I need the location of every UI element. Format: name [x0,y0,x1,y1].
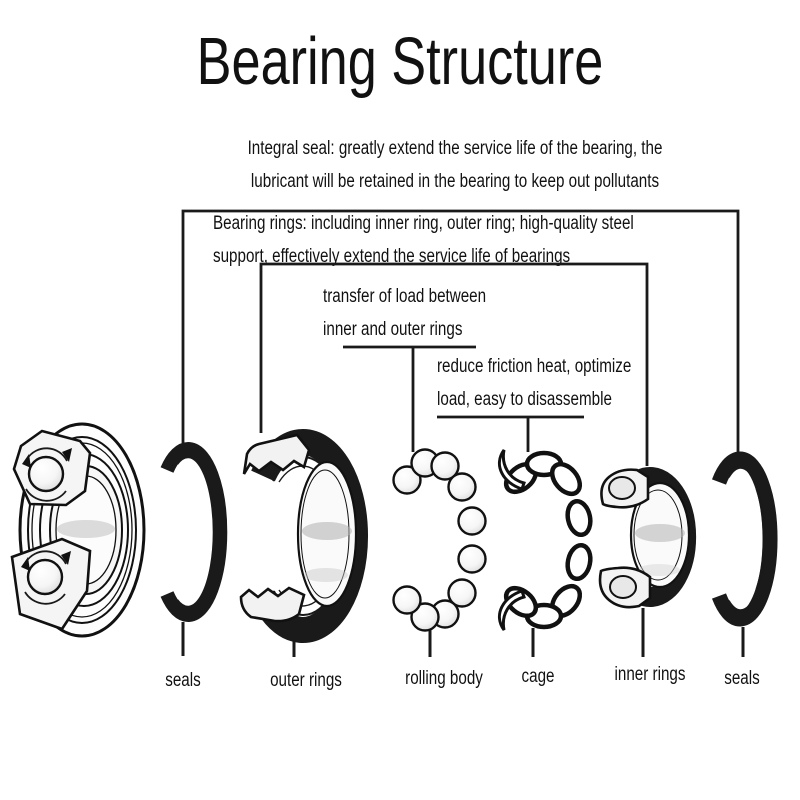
annotation-load-transfer-line2: inner and outer rings [323,319,463,340]
annotation-integral-seal-line1: Integral seal: greatly extend the servic… [247,138,663,159]
inner-ring-drawing [598,467,697,609]
annotation-friction-line2: load, easy to disassemble [437,389,612,410]
annotation-load-transfer: transfer of load between inner and outer… [323,280,486,346]
label-seals-left: seals [165,670,201,691]
callout-lines [181,209,740,466]
annotation-bearing-rings-line2: support, effectively extend the service … [213,246,571,267]
label-rolling-body: rolling body [405,668,483,689]
outer-ring-drawing [239,429,368,643]
label-seals-right: seals [724,668,760,689]
annotation-friction-line1: reduce friction heat, optimize [437,356,632,377]
label-outer-rings: outer rings [270,670,342,691]
cage-drawing [498,449,593,631]
annotation-integral-seal: Integral seal: greatly extend the servic… [211,132,699,198]
label-cage: cage [521,666,555,687]
page-title: Bearing Structure [196,24,604,99]
annotation-load-transfer-line1: transfer of load between [323,286,487,307]
annotation-friction: reduce friction heat, optimize load, eas… [437,350,631,416]
annotation-bearing-rings-line1: Bearing rings: including inner ring, out… [213,213,634,234]
annotation-integral-seal-line2: lubricant will be retained in the bearin… [250,171,660,192]
label-inner-rings: inner rings [614,664,686,685]
annotation-bearing-rings: Bearing rings: including inner ring, out… [213,207,634,273]
seal-right-drawing [711,451,778,627]
rolling-body-drawing [392,448,487,632]
assembled-bearing-drawing [10,422,146,638]
seal-left-drawing [160,442,228,622]
